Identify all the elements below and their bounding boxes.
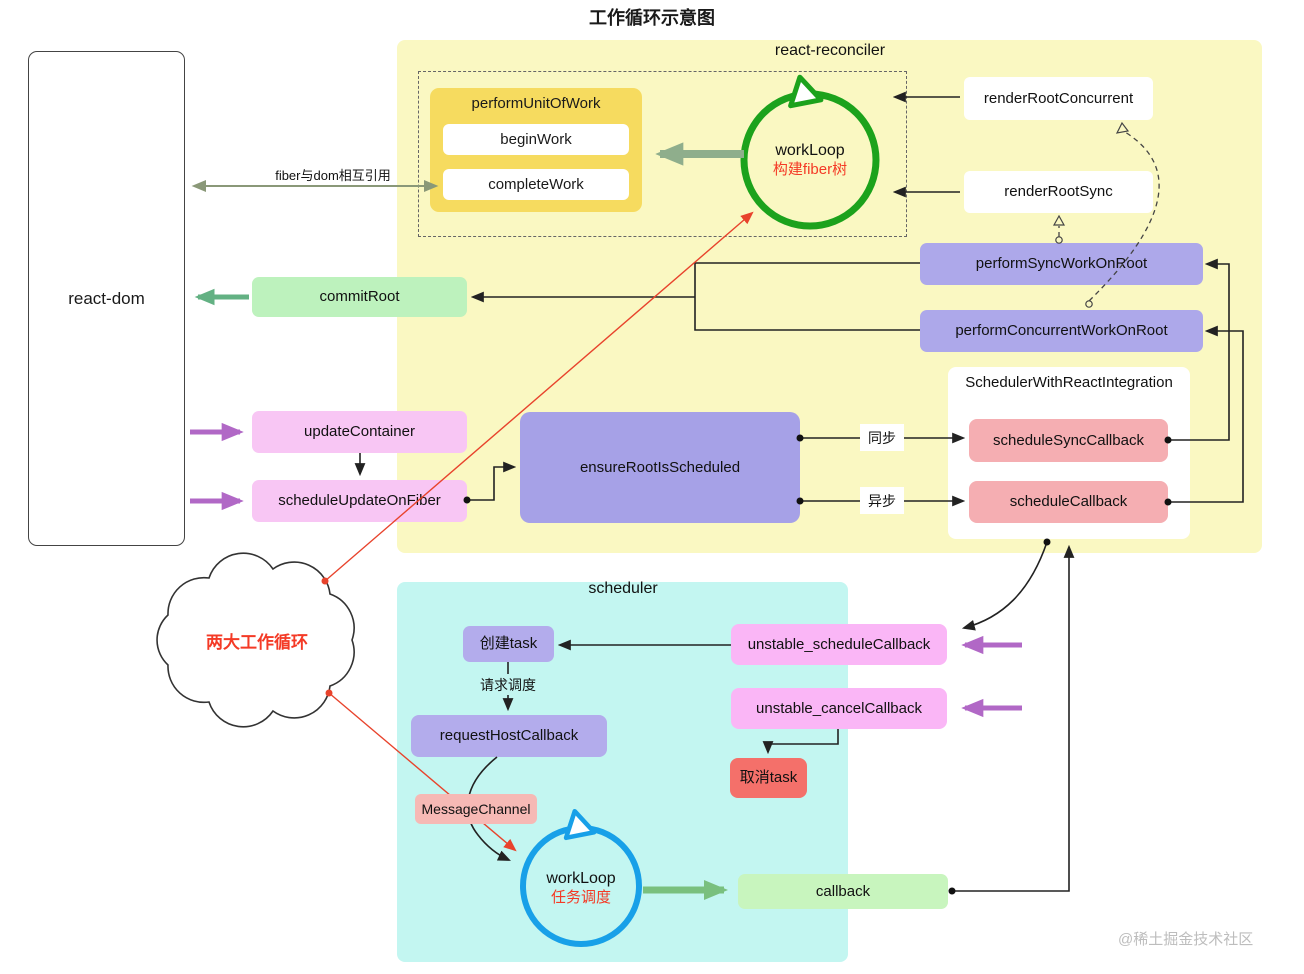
- async-edge-label: 异步: [860, 487, 904, 514]
- react-reconciler-region-label: react-reconciler: [774, 42, 886, 59]
- perform-sync-work-on-root-label: performSyncWorkOnRoot: [975, 255, 1148, 273]
- request-host-callback-node: requestHostCallback: [411, 715, 607, 757]
- cancel-task-node: 取消task: [730, 758, 807, 798]
- work-loop-fiber-subtitle: 构建fiber树: [772, 160, 848, 178]
- begin-work-node: beginWork: [443, 124, 629, 155]
- render-root-concurrent-label: renderRootConcurrent: [983, 89, 1134, 107]
- update-container-node: updateContainer: [252, 411, 467, 453]
- diagram-title: 工作循环示意图: [589, 8, 715, 28]
- cloud-label: 两大工作循环: [206, 633, 308, 652]
- update-container-label: updateContainer: [304, 423, 415, 441]
- sync-edge-label: 同步: [860, 424, 904, 451]
- begin-work-label: beginWork: [500, 131, 572, 148]
- render-root-sync-node: renderRootSync: [964, 171, 1153, 213]
- unstable-cancel-callback-label: unstable_cancelCallback: [756, 699, 922, 717]
- work-loop-task-subtitle: 任务调度: [550, 888, 611, 906]
- watermark: @稀土掘金技术社区: [1118, 931, 1254, 948]
- callback-node: callback: [738, 874, 948, 909]
- ensure-root-is-scheduled-label: ensureRootIsScheduled: [579, 458, 741, 476]
- schedule-update-on-fiber-label: scheduleUpdateOnFiber: [278, 492, 441, 510]
- schedule-callback-label: scheduleCallback: [1009, 493, 1128, 511]
- schedule-update-on-fiber-node: scheduleUpdateOnFiber: [252, 480, 467, 522]
- render-root-concurrent-node: renderRootConcurrent: [964, 77, 1153, 120]
- perform-concurrent-work-on-root-label: performConcurrentWorkOnRoot: [955, 322, 1168, 340]
- scheduler-region-label: scheduler: [588, 580, 658, 597]
- red-link-dot: [321, 577, 329, 585]
- work-loop-task-title: workLoop: [546, 870, 616, 888]
- unstable-schedule-callback-node: unstable_scheduleCallback: [731, 624, 947, 665]
- create-task-label: 创建task: [479, 635, 538, 653]
- render-root-sync-label: renderRootSync: [1004, 183, 1113, 201]
- scheduler-integration-label: SchedulerWithReactIntegration: [965, 374, 1173, 391]
- request-schedule-edge-label: 请求调度: [470, 674, 546, 695]
- schedule-callback-node: scheduleCallback: [969, 481, 1168, 523]
- schedule-sync-callback-node: scheduleSyncCallback: [969, 419, 1168, 462]
- work-loop-task-node: workLoop 任务调度: [531, 861, 631, 915]
- red-link-dot: [325, 689, 333, 697]
- commit-root-node: commitRoot: [252, 277, 467, 317]
- schedule-sync-callback-label: scheduleSyncCallback: [993, 431, 1144, 449]
- create-task-node: 创建task: [463, 626, 554, 662]
- request-host-callback-label: requestHostCallback: [439, 727, 579, 745]
- react-dom-container: react-dom: [28, 51, 185, 546]
- perform-unit-of-work-node: performUnitOfWork beginWork completeWork: [430, 88, 642, 212]
- ensure-root-is-scheduled-node: ensureRootIsScheduled: [520, 412, 800, 523]
- unstable-cancel-callback-node: unstable_cancelCallback: [731, 688, 947, 729]
- perform-sync-work-on-root-node: performSyncWorkOnRoot: [920, 243, 1203, 285]
- fiber-dom-edge-label: fiber与dom相互引用: [275, 167, 391, 183]
- message-channel-node: MessageChannel: [415, 794, 537, 824]
- message-channel-label: MessageChannel: [421, 800, 531, 817]
- react-dom-label: react-dom: [68, 288, 145, 308]
- cancel-task-label: 取消task: [739, 769, 798, 787]
- callback-label: callback: [815, 882, 871, 900]
- perform-concurrent-work-on-root-node: performConcurrentWorkOnRoot: [920, 310, 1203, 352]
- complete-work-label: completeWork: [488, 176, 584, 193]
- work-loop-fiber-node: workLoop 构建fiber树: [760, 133, 860, 187]
- work-loop-fiber-title: workLoop: [775, 142, 845, 160]
- unstable-schedule-callback-label: unstable_scheduleCallback: [747, 635, 931, 653]
- perform-unit-of-work-label: performUnitOfWork: [471, 95, 601, 112]
- commit-root-label: commitRoot: [319, 288, 400, 306]
- complete-work-node: completeWork: [443, 169, 629, 200]
